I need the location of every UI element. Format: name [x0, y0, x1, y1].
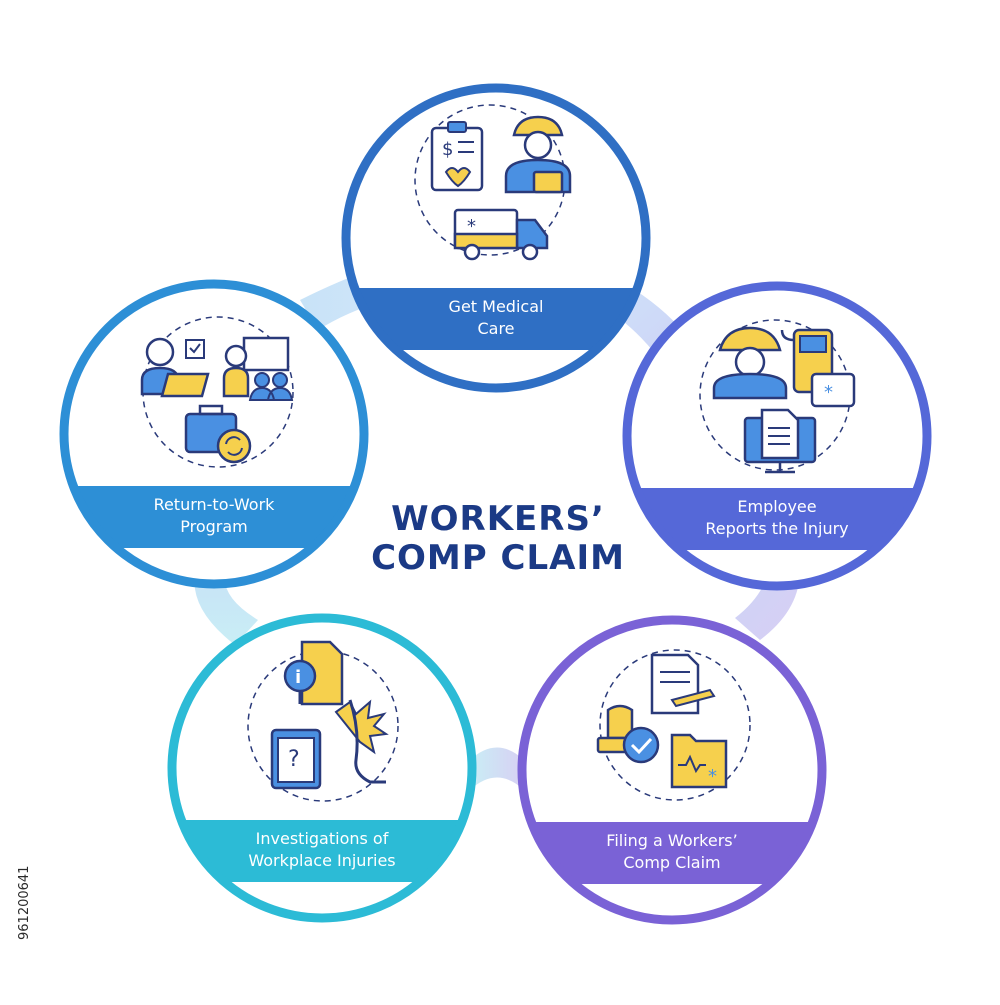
filing-claim-icon-group: * [596, 649, 751, 801]
step-circle-investigations [167, 613, 477, 923]
title-line-1: WORKERS’ [391, 499, 605, 539]
svg-text:*: * [467, 216, 476, 237]
label-band [172, 820, 472, 882]
circle-ring [622, 281, 932, 591]
first-aid-kit-icon: * [810, 372, 856, 408]
medical-folder-icon: * [670, 733, 728, 789]
return-to-work-icon-group [140, 316, 294, 468]
svg-text:*: * [708, 766, 717, 787]
step-label-get-medical-care-line-2: Care [477, 319, 514, 338]
info-document-icon: i [283, 640, 344, 706]
construction-worker-icon [712, 326, 788, 400]
step-label-filing-claim-line-2: Comp Claim [623, 853, 720, 872]
computer-report-icon [743, 408, 817, 474]
medical-bill-icon: $ [430, 121, 484, 192]
step-label-get-medical-care-line-1: Get Medical [449, 297, 544, 316]
connector-bottom [470, 747, 524, 790]
svg-text:i: i [295, 667, 301, 688]
medical-care-icon-group: $ * [414, 104, 572, 261]
stock-id: 961200641 [17, 866, 32, 940]
step-label-filing-claim-line-1: Filing a Workers’ [606, 831, 737, 850]
step-label-investigations-line-1: Investigations of [256, 829, 389, 848]
label-band [64, 486, 364, 548]
step-label-investigations-line-2: Workplace Injuries [248, 851, 395, 870]
step-label-employee-reports-line-2: Reports the Injury [705, 519, 848, 538]
label-band [522, 822, 822, 884]
signing-document-icon [650, 653, 716, 715]
circle-ring [167, 613, 477, 923]
ambulance-icon: * [453, 208, 549, 261]
question-clipboard-icon: ? [270, 728, 322, 790]
step-label-return-to-work-line-1: Return-to-Work [154, 495, 276, 514]
icons: $ * [140, 104, 856, 802]
injured-leg-icon [334, 699, 389, 784]
step-label-return-to-work-line-2: Program [180, 517, 248, 536]
circle-ring [341, 83, 651, 393]
investigations-icon-group: i ? [247, 640, 399, 802]
briefcase-refresh-icon [184, 404, 252, 464]
svg-text:*: * [824, 382, 833, 403]
label-band [346, 288, 646, 350]
circle-ring [517, 615, 827, 925]
svg-text:?: ? [288, 747, 300, 772]
title-line-2: COMP CLAIM [371, 538, 625, 578]
worker-with-briefcase-icon [504, 115, 572, 194]
svg-text:$: $ [442, 139, 453, 160]
training-presentation-icon [222, 336, 294, 401]
label-band [627, 488, 927, 550]
remote-worker-icon [140, 337, 210, 398]
report-injury-icon-group: * [699, 319, 856, 474]
step-label-employee-reports-line-1: Employee [737, 497, 816, 516]
circle-ring [59, 279, 369, 589]
connector-left-bottom [194, 575, 258, 645]
stamp-approved-icon [596, 704, 660, 764]
